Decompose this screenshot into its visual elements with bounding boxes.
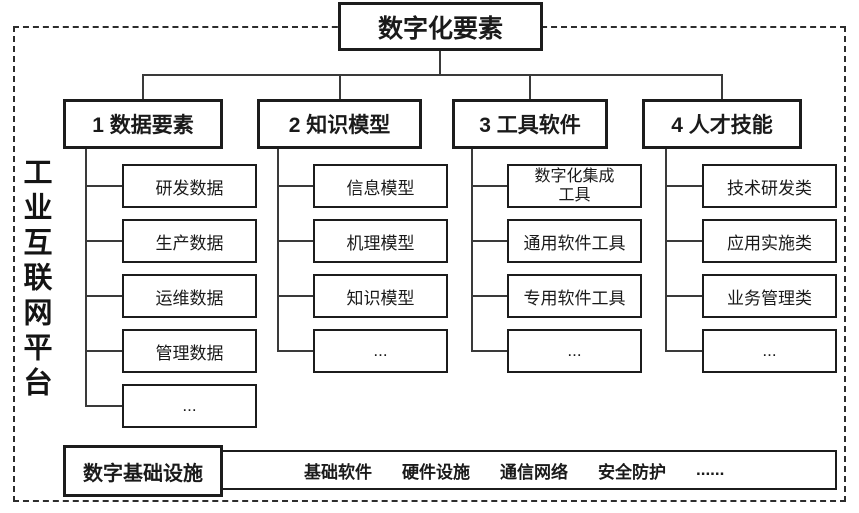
node-box: 数字化集成工具 bbox=[507, 164, 642, 208]
connector-drop-col1 bbox=[142, 75, 144, 100]
connector-stub bbox=[85, 240, 122, 242]
connector-stub bbox=[85, 350, 122, 352]
node-box: ... bbox=[122, 384, 257, 428]
node-box: 信息模型 bbox=[313, 164, 448, 208]
node-label: ... bbox=[567, 341, 582, 360]
node-box: 管理数据 bbox=[122, 329, 257, 373]
connector-trunk-col1 bbox=[85, 148, 87, 406]
column-header-talent-skills: 4 人才技能 bbox=[642, 99, 802, 149]
node-box: 专用软件工具 bbox=[507, 274, 642, 318]
connector-stub bbox=[665, 350, 702, 352]
node-label: 生产数据 bbox=[155, 233, 224, 253]
node-label: 管理数据 bbox=[155, 343, 224, 363]
node-label: 应用实施类 bbox=[727, 233, 812, 253]
connector-stub bbox=[85, 405, 122, 407]
infrastructure-item: 基础软件 bbox=[304, 462, 372, 482]
node-label: 知识模型 bbox=[346, 288, 415, 308]
connector-stub bbox=[471, 295, 507, 297]
connector-stub bbox=[471, 185, 507, 187]
node-label: 通用软件工具 bbox=[523, 233, 626, 253]
connector-stub bbox=[85, 185, 122, 187]
connector-stub bbox=[665, 240, 702, 242]
node-label: 数字化集成工具 bbox=[534, 167, 615, 204]
node-box: 业务管理类 bbox=[702, 274, 837, 318]
node-box: 生产数据 bbox=[122, 219, 257, 263]
node-box: ... bbox=[313, 329, 448, 373]
node-label: 研发数据 bbox=[155, 178, 224, 198]
node-box: 通用软件工具 bbox=[507, 219, 642, 263]
node-box: 技术研发类 bbox=[702, 164, 837, 208]
connector-trunk-col4 bbox=[665, 148, 667, 352]
connector-drop-col4 bbox=[721, 75, 723, 100]
connector-stub bbox=[85, 295, 122, 297]
connector-main-horizontal bbox=[142, 74, 723, 76]
connector-stub bbox=[277, 295, 313, 297]
node-box: 研发数据 bbox=[122, 164, 257, 208]
infrastructure-bar: 基础软件 硬件设施 通信网络 安全防护 ...... bbox=[160, 450, 837, 490]
node-box: ... bbox=[507, 329, 642, 373]
column-header-knowledge-models: 2 知识模型 bbox=[257, 99, 422, 149]
node-label: 技术研发类 bbox=[727, 178, 812, 198]
column-header-label: 1 数据要素 bbox=[92, 114, 194, 137]
node-box: 知识模型 bbox=[313, 274, 448, 318]
node-label: 专用软件工具 bbox=[523, 288, 626, 308]
node-label: 机理模型 bbox=[346, 233, 415, 253]
column-header-label: 3 工具软件 bbox=[479, 114, 581, 137]
root-box: 数字化要素 bbox=[338, 2, 543, 51]
infrastructure-item: 通信网络 bbox=[500, 462, 568, 482]
node-box: 机理模型 bbox=[313, 219, 448, 263]
node-label: ... bbox=[762, 341, 777, 360]
infrastructure-label-box: 数字基础设施 bbox=[63, 445, 223, 497]
infrastructure-item: 硬件设施 bbox=[402, 462, 470, 482]
connector-root-drop bbox=[439, 51, 441, 75]
connector-trunk-col3 bbox=[471, 148, 473, 352]
connector-stub bbox=[665, 185, 702, 187]
root-label: 数字化要素 bbox=[377, 14, 503, 43]
node-label: ... bbox=[182, 396, 197, 415]
connector-stub bbox=[471, 240, 507, 242]
connector-drop-col2 bbox=[339, 75, 341, 100]
node-box: 应用实施类 bbox=[702, 219, 837, 263]
connector-stub bbox=[277, 350, 313, 352]
node-label: 业务管理类 bbox=[727, 288, 812, 308]
node-label: 运维数据 bbox=[155, 288, 224, 308]
column-header-label: 4 人才技能 bbox=[671, 114, 773, 137]
node-box: ... bbox=[702, 329, 837, 373]
connector-stub bbox=[665, 295, 702, 297]
platform-vertical-label: 工业互联网平台 bbox=[19, 157, 51, 402]
connector-stub bbox=[471, 350, 507, 352]
node-label: 信息模型 bbox=[346, 178, 415, 198]
connector-drop-col3 bbox=[529, 75, 531, 100]
infrastructure-item: 安全防护 bbox=[598, 462, 666, 482]
connector-stub bbox=[277, 240, 313, 242]
connector-trunk-col2 bbox=[277, 148, 279, 352]
connector-stub bbox=[277, 185, 313, 187]
node-label: ... bbox=[373, 341, 388, 360]
infrastructure-label: 数字基础设施 bbox=[83, 462, 203, 485]
column-header-label: 2 知识模型 bbox=[288, 114, 391, 137]
node-box: 运维数据 bbox=[122, 274, 257, 318]
column-header-data-elements: 1 数据要素 bbox=[63, 99, 223, 149]
column-header-tool-software: 3 工具软件 bbox=[452, 99, 608, 149]
infrastructure-item: ...... bbox=[696, 460, 725, 479]
